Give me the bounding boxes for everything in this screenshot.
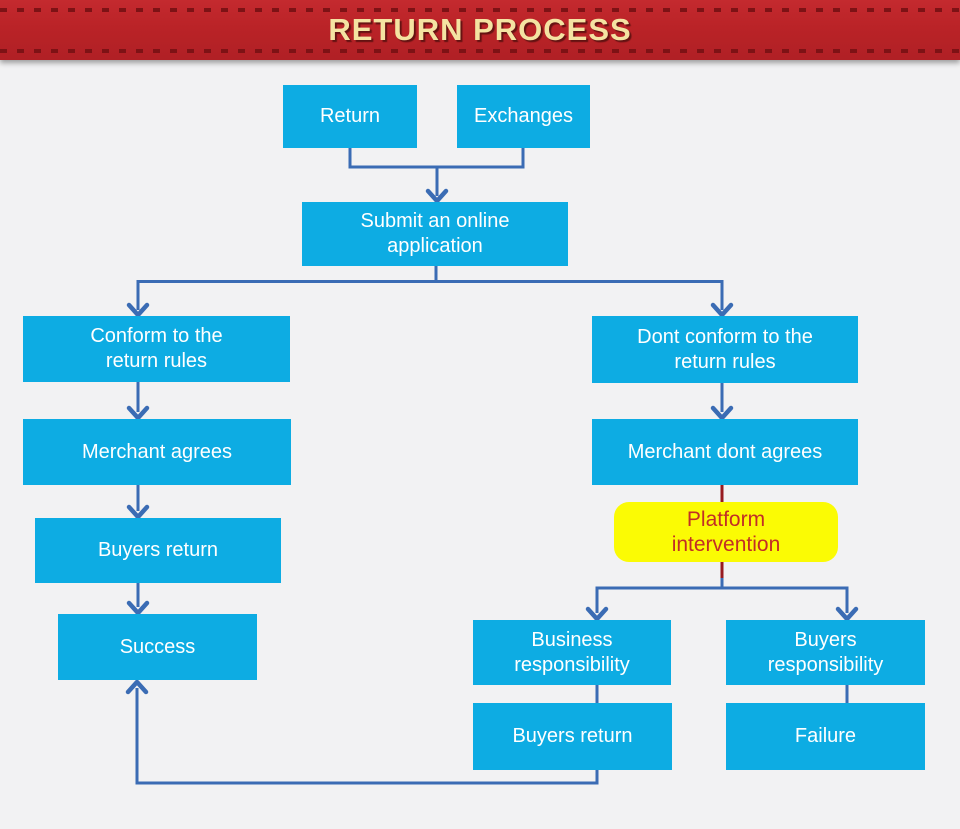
node-label: Merchant agrees <box>81 440 233 463</box>
node-label: Buyers return <box>512 725 633 747</box>
node-platform-intervention: Platform intervention <box>614 502 838 562</box>
node-label: Dont conform to the return rules <box>637 325 813 373</box>
node-label: Exchanges <box>474 105 573 127</box>
node-label: Buyers responsibility <box>767 628 884 676</box>
node-failure: Failure <box>726 703 925 770</box>
page-title: RETURN PROCESS <box>328 12 632 47</box>
node-return: Return <box>283 85 417 148</box>
node-label: Conform to the return rules <box>90 325 223 372</box>
node-buyers-responsibility: Buyers responsibility <box>726 620 925 685</box>
node-merchant-dont-agrees: Merchant dont agrees <box>592 419 858 485</box>
node-label: Success <box>119 635 196 658</box>
banner-dashed-line-top <box>0 8 960 12</box>
node-label: Business responsibility <box>514 628 630 676</box>
node-label: Return <box>319 105 381 127</box>
node-label: Platform intervention <box>671 508 781 556</box>
node-exchanges: Exchanges <box>457 85 590 148</box>
node-merchant-agrees: Merchant agrees <box>23 419 291 485</box>
node-dont-conform-rules: Dont conform to the return rules <box>592 316 858 383</box>
node-label: Merchant dont agrees <box>627 440 823 463</box>
node-label: Buyers return <box>97 539 219 561</box>
node-submit-application: Submit an online application <box>302 202 568 266</box>
banner-dashed-line-bottom <box>0 49 960 53</box>
node-label: Submit an online application <box>360 210 510 257</box>
node-conform-rules: Conform to the return rules <box>23 316 290 382</box>
node-success: Success <box>58 614 257 680</box>
node-buyers-return-left: Buyers return <box>35 518 281 583</box>
header-banner: RETURN PROCESS <box>0 0 960 60</box>
node-business-responsibility: Business responsibility <box>473 620 671 685</box>
node-label: Failure <box>794 725 857 747</box>
node-buyers-return-right: Buyers return <box>473 703 672 770</box>
